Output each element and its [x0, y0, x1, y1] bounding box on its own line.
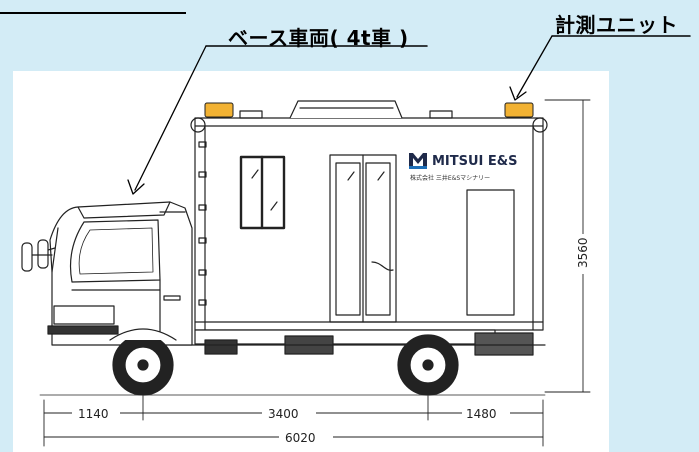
side-mirror-right [37, 239, 49, 269]
cab-roof [77, 201, 171, 219]
cab-door-window [69, 219, 161, 283]
side-mirror-left [21, 242, 33, 272]
dim-overall-height: 3560 [576, 237, 590, 268]
front-bumper [53, 305, 115, 325]
roof-corner-front [190, 117, 206, 133]
dim-overall-length: 6020 [285, 431, 316, 445]
dim-front-overhang: 1140 [78, 407, 109, 421]
logo-sub: 株式会社 三井E&Sマシナリー [410, 174, 490, 182]
dim-rear-overhang: 1480 [466, 407, 497, 421]
roof-unit [289, 100, 403, 119]
battery-box [204, 339, 238, 355]
front-wheel [109, 328, 177, 396]
beacon-rear [504, 102, 534, 118]
cargo-box [194, 117, 544, 331]
measurement-unit-label: 計測ユニット [555, 13, 678, 37]
base-vehicle-leader [134, 45, 207, 191]
logo-mark-icon [409, 153, 427, 166]
roof-corner-rear [532, 117, 548, 133]
unit-leader [516, 35, 553, 98]
front-hinges [198, 141, 207, 306]
rear-equipment [474, 332, 534, 356]
logo-brand: MITSUI E&S [432, 154, 518, 169]
beacon-front [204, 102, 234, 118]
base-vehicle-label: ベース車両( 4t車 ) [228, 26, 409, 50]
rear-wheel [397, 334, 459, 396]
chassis-frame [194, 329, 496, 345]
mitsui-logo: MITSUI E&S 株式会社 三井E&Sマシナリー [409, 153, 518, 182]
door-cable [371, 261, 394, 271]
rear-hatch [466, 189, 515, 316]
dim-wheelbase: 3400 [268, 407, 299, 421]
